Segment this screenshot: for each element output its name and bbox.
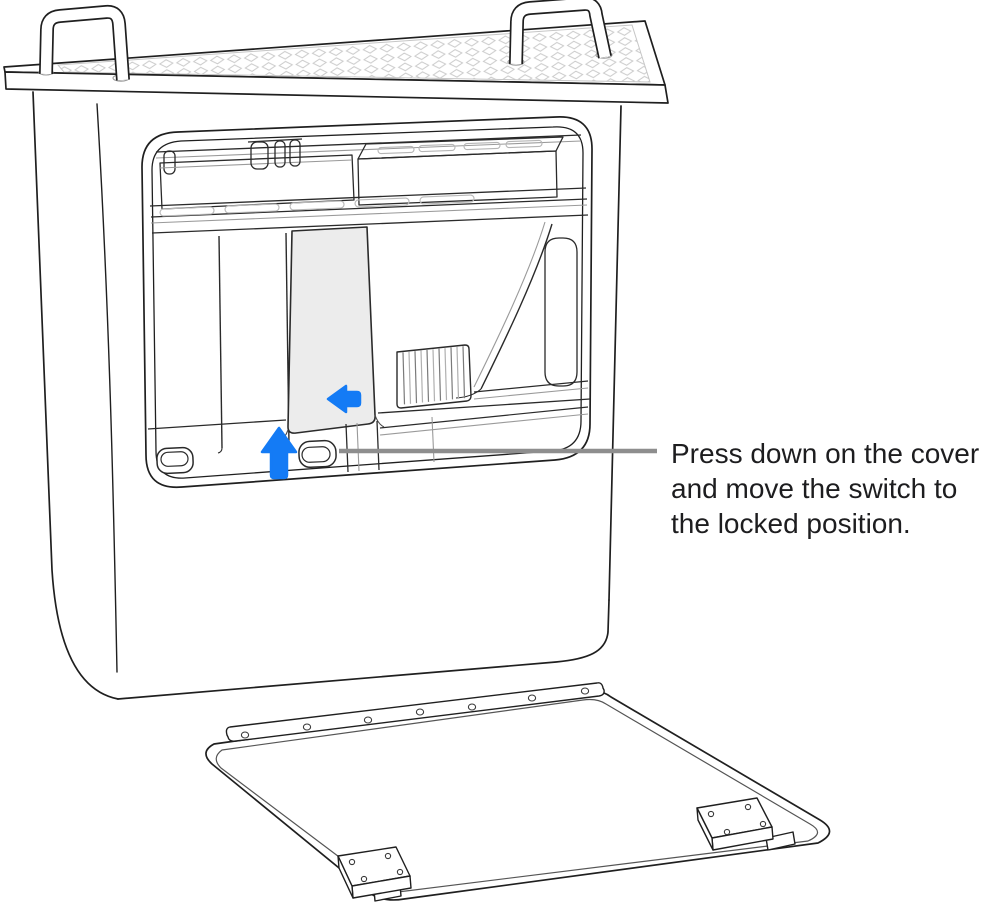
callout-line: Press down on the cover: [671, 438, 980, 469]
tower-left-silhouette: [32, 91, 119, 700]
top-vent-grid: [56, 24, 651, 83]
panel-latch-left: [337, 846, 412, 902]
panel-latch-right: [696, 797, 796, 851]
panel-screw-rail: [225, 682, 605, 742]
side-panel: [205, 682, 831, 902]
bottom-rail: [147, 398, 591, 473]
slab-front-band: [4, 71, 669, 104]
tower-body: [32, 91, 622, 700]
top-right-box: [357, 136, 564, 206]
vent-grille: [396, 344, 472, 409]
top-assembly: [155, 134, 582, 210]
secondary-switch: [156, 446, 194, 475]
funnel-wall: [379, 221, 589, 436]
side-panel-inner-edge: [215, 698, 819, 893]
tower-right-edge: [608, 105, 622, 601]
tower-bottom-edge: [117, 599, 610, 700]
callout-line: the locked position.: [671, 508, 911, 539]
retainer-clips: [247, 138, 303, 170]
tower-handle-right: [507, 0, 613, 66]
callout-text: Press down on the cover and move the swi…: [671, 436, 981, 541]
up-arrow-icon: [260, 426, 298, 480]
tower-front-crease: [96, 103, 118, 673]
lock-switch: [298, 439, 337, 469]
tower-handle-left: [38, 4, 130, 82]
callout-line: and move the switch to: [671, 473, 958, 504]
top-left-box: [159, 154, 355, 210]
top-vent-panel: [3, 20, 669, 104]
opening-frame-outer: [141, 116, 593, 489]
left-arrow-icon: [326, 384, 362, 414]
shelf-rail: [149, 187, 589, 234]
right-pocket: [544, 237, 578, 387]
